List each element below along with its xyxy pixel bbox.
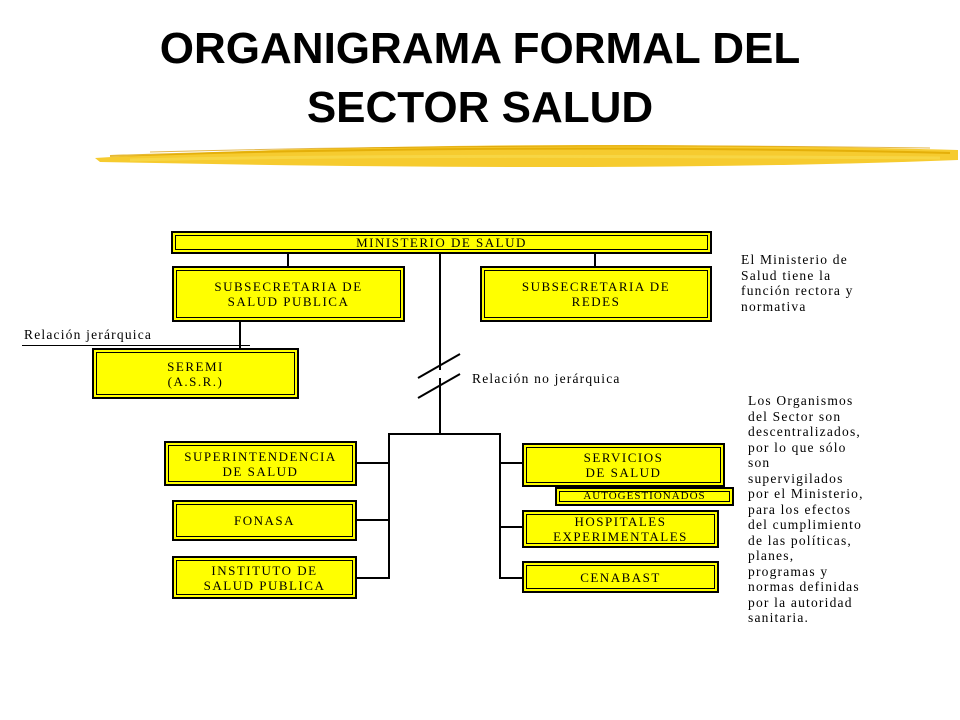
box-servicios-de-salud: SERVICIOS DE SALUD [522,443,725,487]
box-subsecretaria-redes: SUBSECRETARIA DE REDES [480,266,712,322]
connector-horizontal-bus [388,433,500,435]
box-subsecretaria-salud-publica: SUBSECRETARIA DE SALUD PUBLICA [172,266,405,322]
connector-left-vertical [388,433,390,579]
box-cenabast: CENABAST [522,561,719,593]
label-relacion-no-jerarquica: Relación no jerárquica [472,371,621,386]
connector-subsec-salud [287,252,289,268]
connector-subsec-redes [594,252,596,268]
box-ministerio-de-salud: MINISTERIO DE SALUD [171,231,712,254]
box-autogestionados: AUTOGESTIONADOS [555,487,734,506]
label-relacion-jerarquica: Relación jerárquica [24,327,153,342]
connector-isp [355,577,389,579]
page-title-line-2: SECTOR SALUD [306,83,654,132]
connector-cenabast [500,577,524,579]
connector-hospitales [500,526,524,528]
page-title-line-1: ORGANIGRAMA FORMAL DEL [159,24,801,73]
label-relacion-jerarquica-underline [22,345,250,346]
connector-right-vertical [499,433,501,579]
connector-servicios [500,462,524,464]
connector-seremi [239,320,241,350]
note-funcion-rectora: El Ministerio de Salud tiene la función … [741,252,854,314]
note-organismos-descentralizados: Los Organismos del Sector son descentral… [748,393,864,625]
connector-superintendencia [355,462,389,464]
connector-ministerio-trunk [439,252,441,434]
connector-fonasa [355,519,389,521]
box-seremi: SEREMI (A.S.R.) [92,348,299,399]
box-hospitales-experimentales: HOSPITALES EXPERIMENTALES [522,510,719,548]
box-superintendencia-de-salud: SUPERINTENDENCIA DE SALUD [164,441,357,486]
box-fonasa: FONASA [172,500,357,541]
box-instituto-salud-publica: INSTITUTO DE SALUD PUBLICA [172,556,357,599]
